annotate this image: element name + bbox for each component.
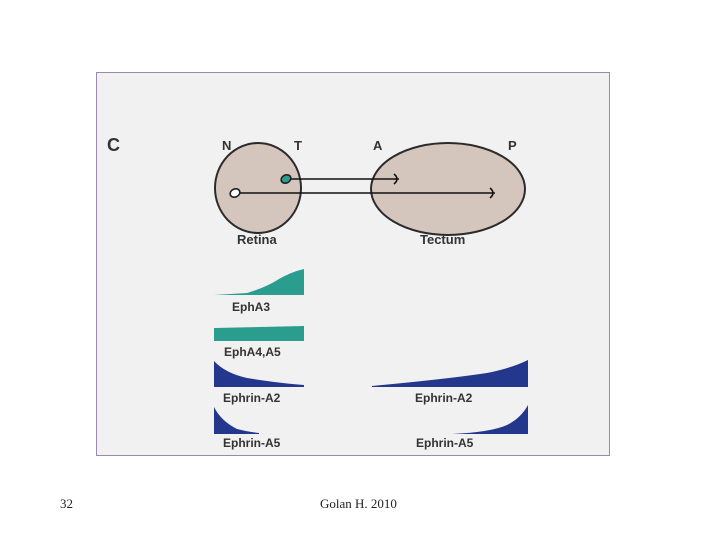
- tectum-posterior-label: P: [508, 138, 517, 153]
- retina-nasal-label: N: [222, 138, 231, 153]
- retina-gradient-label-epha3: EphA3: [232, 300, 270, 314]
- tectum-label: Tectum: [420, 232, 465, 247]
- citation: Golan H. 2010: [320, 496, 397, 511]
- retina-label: Retina: [237, 232, 278, 247]
- retina-ephrin-a2-gradient: [214, 361, 304, 387]
- retina-gradient-label-ephrin-a5: Ephrin-A5: [223, 436, 281, 450]
- retina-ellipse: [214, 142, 302, 234]
- nasal-ganglion-cell: [229, 188, 241, 198]
- retina-epha4-a5-gradient: [214, 326, 304, 341]
- temporal-ganglion-cell: [280, 174, 292, 184]
- retina-gradient-label-epha4-a5: EphA4,A5: [224, 345, 281, 359]
- panel-letter: C: [107, 135, 120, 155]
- temporal-axon-terminal: [393, 173, 398, 185]
- retina-gradient-label-ephrin-a2: Ephrin-A2: [223, 391, 281, 405]
- diagram-canvas: C N T A P Retina Tectum EphA3 EphA4,A5 E…: [107, 135, 528, 450]
- tectum-gradient-label-ephrin-a2: Ephrin-A2: [415, 391, 473, 405]
- tectum-ellipse: [370, 142, 526, 236]
- retina-ephrin-a5-gradient: [214, 407, 259, 434]
- figure-frame: C N T A P Retina Tectum EphA3 EphA4,A5 E…: [96, 72, 610, 456]
- retina-temporal-label: T: [294, 138, 302, 153]
- nasal-axon-terminal: [489, 187, 494, 199]
- tectum-ephrin-a5-gradient: [452, 405, 528, 434]
- tectum-gradient-label-ephrin-a5: Ephrin-A5: [416, 436, 474, 450]
- retina-epha3-gradient: [214, 269, 304, 295]
- slide-number: 32: [60, 496, 73, 511]
- tectum-anterior-label: A: [373, 138, 383, 153]
- tectum-ephrin-a2-gradient: [372, 360, 528, 387]
